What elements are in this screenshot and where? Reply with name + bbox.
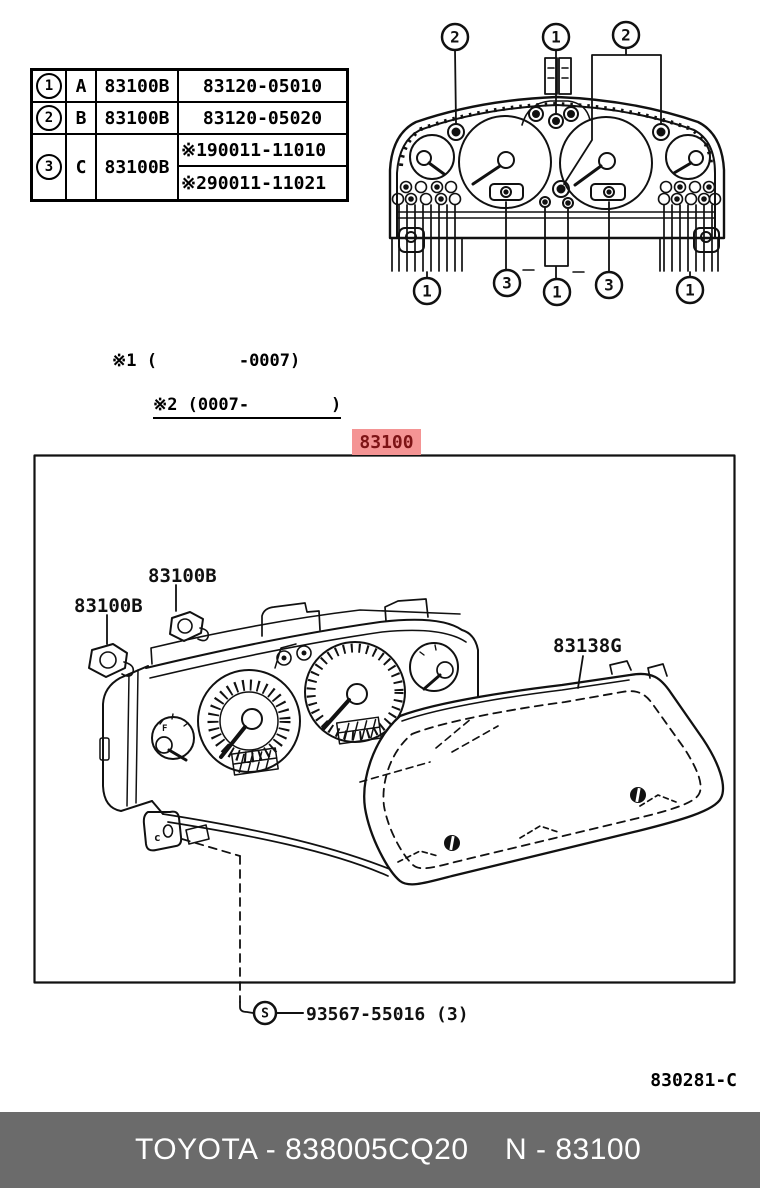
bulb-socket-left [88,614,135,678]
cluster-front-view [388,47,726,280]
table-cell-code: 83100B [97,103,179,135]
table-cell-code: 83100B [97,135,179,199]
callout-bubbles [412,20,705,307]
fuel-letter: F [162,724,167,734]
bulb-socket-top [169,584,210,642]
application-table: 1 A 83100B 83120-05010 2 B 83100B 83120-… [30,68,349,202]
callout-leaders [426,47,691,280]
label-bulb-top: 83100B [148,565,217,587]
callout-1-bottom-b: 1 [552,283,562,302]
table-cell-variant: B [67,103,97,135]
label-lens: 83138G [553,635,622,657]
table-cell-callout: 1 [33,71,67,103]
table-cell-part-number: 83120-05010 [179,71,346,103]
label-bulb-left: 83100B [74,595,143,617]
note-line-2: ※2 (0007- ) [152,394,342,419]
footer-bar: TOYOTA - 838005CQ20 N - 83100 [0,1112,760,1188]
callout-1-top-center: 1 [551,28,561,47]
lens-screw-right [630,787,646,803]
note-line-1: ※1 ( -0007) [112,351,301,371]
table-cell-part-number: 83120-05020 [179,103,346,135]
leader-comb-left [391,204,463,272]
lens-label-leader [577,655,584,689]
callout-2-top-right: 2 [621,26,631,45]
callout-badge: 3 [36,154,62,180]
tab-letter: c [154,831,161,844]
cluster-assembly [99,598,479,879]
callout-3-bottom-a: 3 [502,274,512,293]
callout-badge: 2 [36,105,62,131]
table-cell-part-number-early: ※190011-11010 [179,135,346,167]
lens-cover [359,660,725,886]
callout-badge: 1 [36,73,62,99]
callout-2-top-left: 2 [450,28,460,47]
table-cell-callout: 2 [33,103,67,135]
callout-3-bottom-b: 3 [604,276,614,295]
screw-leader [181,838,304,1026]
screw-symbol-icon: S [261,1007,269,1022]
table-cell-variant: A [67,71,97,103]
application-notes: ※1 ( -0007) ※2 (0007- ) [112,306,342,441]
screw-part-number: 93567-55016 (3) [306,1004,469,1025]
lens-screw-left [444,835,460,851]
table-cell-code: 83100B [97,71,179,103]
highlighted-part-number[interactable]: 83100 [352,429,421,455]
table-cell-part-number-late: ※290011-11021 [181,172,327,194]
footer-part-ref: N - 83100 [505,1133,642,1166]
footer-catalog-ref: TOYOTA - 838005CQ20 [135,1133,469,1166]
leader-comb-right [659,204,719,272]
figure-code: 830281-C [650,1070,737,1091]
pin-grid-left [391,180,462,206]
callout-1-bottom-a: 1 [422,282,432,301]
callout-1-bottom-c: 1 [685,281,695,300]
pin-grid-right [657,180,722,206]
table-cell-callout: 3 [33,135,67,199]
table-cell-variant: C [67,135,97,199]
figure-frame [33,454,736,984]
